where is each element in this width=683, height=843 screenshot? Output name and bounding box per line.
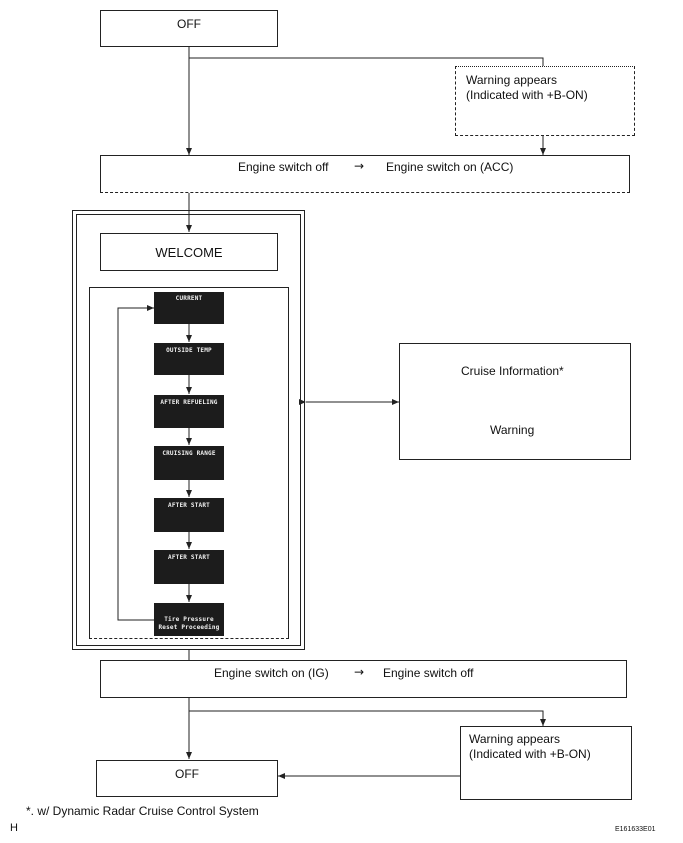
warning-box-bottom: Warning appears (Indicated with +B-ON) — [460, 726, 632, 800]
state-welcome: WELCOME — [100, 233, 278, 271]
warning-top-line1: Warning appears — [466, 73, 557, 87]
state-off-bottom-label: OFF — [175, 767, 199, 781]
screen-after-start-2: AFTER START — [154, 550, 224, 584]
warning-bottom-line2: (Indicated with +B-ON) — [469, 747, 591, 761]
figure-code: E161633E01 — [615, 826, 656, 833]
warning-bottom-line1: Warning appears — [469, 732, 560, 746]
cruise-info-label: Cruise Information* — [461, 364, 564, 378]
screen-current: CURRENT — [154, 292, 224, 324]
cruise-info-box: Cruise Information* Warning — [399, 343, 631, 460]
cruise-warning-label: Warning — [490, 423, 535, 437]
engine-ig-left: Engine switch on (IG) — [214, 666, 329, 680]
engine-ig-arrow: → — [354, 665, 365, 679]
state-engine-ig: Engine switch on (IG) → Engine switch of… — [100, 660, 627, 698]
screen-cruising-range: CRUISING RANGE — [154, 446, 224, 480]
engine-ig-right: Engine switch off — [383, 666, 474, 680]
arrow-ig-to-warning-bottom — [189, 710, 546, 726]
line-off-to-warning-top — [189, 57, 544, 66]
screen-outside-temp: OUTSIDE TEMP — [154, 343, 224, 375]
arrow-loop-back — [117, 305, 154, 621]
state-welcome-label: WELCOME — [155, 244, 223, 260]
screen-after-refueling: AFTER REFUELING — [154, 395, 224, 428]
warning-box-top: Warning appears (Indicated with +B-ON) — [455, 66, 635, 136]
state-off-top: OFF — [100, 10, 278, 47]
engine-acc-arrow: → — [354, 159, 365, 173]
screen-after-start-1: AFTER START — [154, 498, 224, 532]
state-off-top-label: OFF — [177, 17, 201, 31]
state-off-bottom: OFF — [96, 760, 278, 797]
display-mode-frame-outer — [72, 210, 305, 650]
screen-tire-pressure-reset: Tire Pressure Reset Proceeding — [154, 603, 224, 636]
engine-acc-left: Engine switch off — [238, 160, 329, 174]
footnote: *. w/ Dynamic Radar Cruise Control Syste… — [26, 804, 259, 818]
screens-container — [89, 287, 289, 639]
warning-top-line2: (Indicated with +B-ON) — [466, 88, 588, 102]
state-engine-acc: Engine switch off → Engine switch on (AC… — [100, 155, 630, 193]
display-mode-frame-inner — [76, 214, 301, 646]
corner-letter: H — [10, 822, 18, 834]
engine-acc-right: Engine switch on (ACC) — [386, 160, 514, 174]
